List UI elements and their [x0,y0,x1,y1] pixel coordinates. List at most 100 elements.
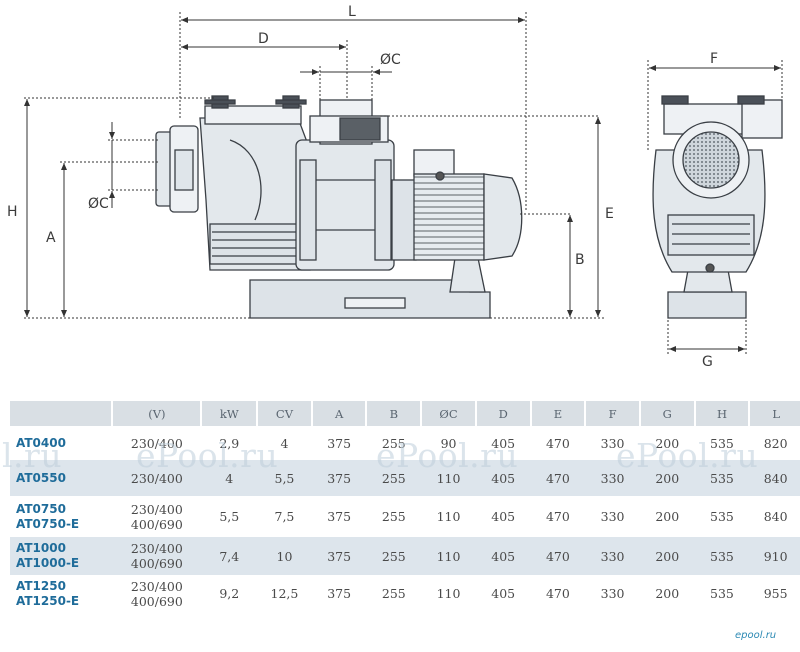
column-header: L [748,401,800,426]
model-name: AT1000 [16,541,66,555]
cell-a: 375 [311,460,367,496]
dim-label-L: L [348,4,356,20]
voltage-value: 230/400 [130,435,183,451]
model-cell: AT0550 [10,460,113,496]
cell-c: 90 [440,435,457,451]
cell-g: 200 [639,537,695,575]
cell-h: 535 [710,586,734,601]
column-header: D [474,401,531,426]
column-header: F [584,401,640,426]
column-header: E [529,401,586,426]
cell-c: 110 [421,460,476,496]
cell-e: 470 [545,509,570,524]
cell-g: 200 [655,586,680,601]
voltage-value: 230/400 [130,541,183,556]
dim-label-F: F [710,51,718,67]
cell-f: 330 [600,586,625,601]
cell-kw: 9,2 [219,586,240,601]
cell-f: 330 [600,435,625,451]
cell-c: 110 [436,586,461,601]
cell-c: 110 [436,509,461,524]
column-header: G [638,401,695,426]
cell-a: 375 [327,435,352,451]
cell-f: 330 [585,460,640,496]
dim-label-C-top: ØC [380,52,401,68]
cell-b: 255 [366,460,422,496]
cell-l: 820 [763,435,788,451]
dim-label-E: E [605,206,614,222]
voltage-value: 230/400 [130,501,183,517]
cell-b: 255 [381,586,406,601]
cell-g: 200 [639,460,695,496]
cell-d: 405 [475,537,531,575]
model-name: AT0550 [16,470,66,485]
model-name: AT1250 [16,578,66,593]
cell-kw: 4 [201,460,258,496]
cell-d: 405 [491,509,516,524]
cell-b: 255 [381,435,406,451]
cell-a: 375 [327,586,352,601]
dim-label-C-side: ØC [88,196,109,212]
column-header: H [693,401,750,426]
pump-dimension-drawing: L D ØC F H ØC A E B G [7,4,783,370]
column-header [10,401,113,426]
column-header: (V) [111,401,202,426]
cell-e: 470 [530,537,586,575]
cell-f: 330 [585,537,640,575]
site-logo: epool.ru [735,630,777,641]
cell-l: 910 [749,537,800,575]
voltage-value: 400/690 [130,593,183,609]
cell-e: 470 [530,460,586,496]
voltage-value: 230/400 [130,578,183,594]
model-name: AT0400 [16,435,66,450]
voltage-value: 230/400 [130,470,183,486]
dimension-lines [24,12,783,356]
side-view-pump [155,95,523,319]
cell-b: 255 [381,509,406,524]
model-name: AT1000-E [16,556,80,570]
cell-a: 375 [311,537,367,575]
dim-label-B: B [575,252,585,268]
cell-l: 955 [763,586,788,601]
cell-d: 405 [475,460,531,496]
cell-g: 200 [655,509,680,524]
dim-label-G: G [702,354,713,370]
cell-f: 330 [600,509,625,524]
cell-e: 470 [545,586,570,601]
voltage-cell: 230/400 [112,426,201,460]
dim-label-D: D [258,31,269,47]
column-header: A [310,401,367,426]
cell-l: 840 [763,509,788,524]
dim-label-A: A [46,230,56,246]
cell-b: 255 [366,537,422,575]
cell-a: 375 [327,509,352,524]
voltage-value: 400/690 [130,556,183,571]
front-view-pump [652,95,783,319]
cell-h: 535 [710,509,734,524]
cell-cv: 7,5 [274,509,295,524]
cell-kw: 7,4 [201,537,258,575]
cell-kw: 2,9 [219,435,240,451]
cell-cv: 4 [280,435,289,451]
voltage-cell: 230/400 [112,460,202,496]
model-name: AT0750-E [16,516,80,531]
model-cell: AT0400 [10,426,112,460]
column-header: B [365,401,422,426]
cell-d: 405 [491,435,516,451]
dim-label-H: H [7,204,18,220]
column-header: ØC [420,401,476,426]
cell-kw: 5,5 [219,509,240,524]
column-header: CV [256,401,312,426]
